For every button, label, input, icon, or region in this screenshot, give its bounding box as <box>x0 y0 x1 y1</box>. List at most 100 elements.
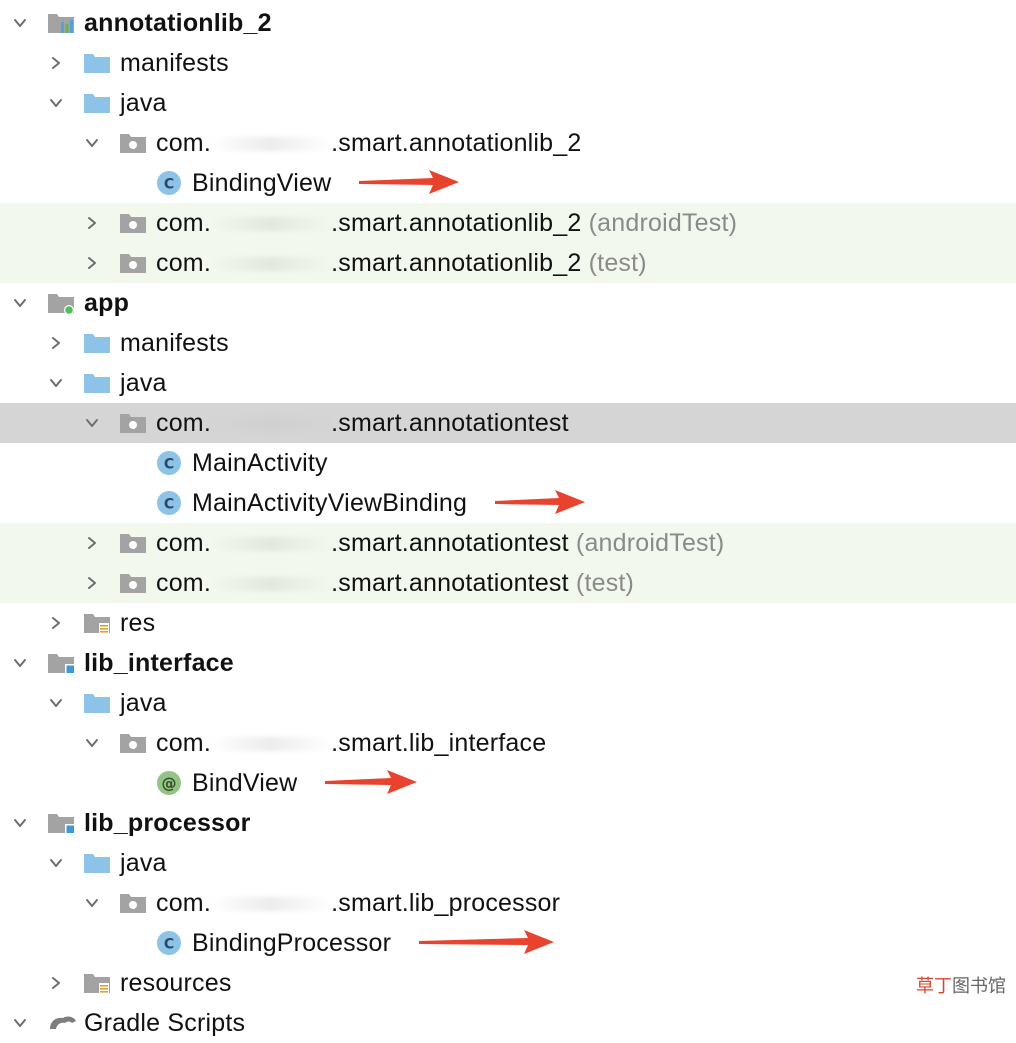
tree-row[interactable]: com.vivo.space.smart.annotationtest <box>0 403 1016 443</box>
watermark: 草丁图书馆 <box>916 972 1006 998</box>
tree-row[interactable]: C MainActivityViewBinding <box>0 483 1016 523</box>
chevron-down-icon[interactable] <box>84 735 100 751</box>
chevron-down-icon[interactable] <box>12 655 28 671</box>
module-app-icon <box>47 291 74 315</box>
tree-item-label: Gradle Scripts <box>84 1009 246 1037</box>
class-icon: C <box>156 930 182 955</box>
chevron-right-icon[interactable] <box>48 615 64 631</box>
tree-item-label: com.vivo.space.smart.lib_processor <box>156 887 560 919</box>
tree-row[interactable]: com.vivo.space.smart.lib_interface <box>0 723 1016 763</box>
package-prefix: com. <box>156 249 211 277</box>
tree-row[interactable]: java <box>0 843 1016 883</box>
chevron-down-icon[interactable] <box>48 855 64 871</box>
tree-row[interactable]: com.vivo.space.smart.lib_processor <box>0 883 1016 923</box>
tree-row[interactable]: java <box>0 83 1016 123</box>
annotation-arrow <box>419 928 558 961</box>
tree-item-label: com.vivo.space.smart.annotationlib_2 (te… <box>156 247 647 279</box>
source-set-suffix: (test) <box>568 569 635 597</box>
tree-row[interactable]: C MainActivity <box>0 443 1016 483</box>
tree-item-label: res <box>120 609 156 637</box>
redacted-segment: vivo.space <box>211 127 331 159</box>
folder-icon <box>83 331 110 355</box>
tree-item-label: com.vivo.space.smart.annotationtest (tes… <box>156 567 634 599</box>
chevron-right-icon[interactable] <box>48 975 64 991</box>
chevron-down-icon[interactable] <box>84 415 100 431</box>
chevron-right-icon[interactable] <box>84 215 100 231</box>
chevron-down-icon[interactable] <box>48 695 64 711</box>
chevron-right-icon[interactable] <box>84 575 100 591</box>
module-java-icon <box>47 651 75 675</box>
package-rest: .smart.annotationlib_2 <box>331 129 582 157</box>
chevron-right-icon[interactable] <box>48 55 64 71</box>
tree-row[interactable]: app <box>0 283 1016 323</box>
tree-item-label: app <box>84 289 130 317</box>
annotation-arrow <box>495 488 589 521</box>
class-icon: C <box>156 170 182 195</box>
chevron-down-icon[interactable] <box>12 815 28 831</box>
chevron-down-icon[interactable] <box>84 135 100 151</box>
tree-row[interactable]: com.vivo.space.smart.annotationlib_2 <box>0 123 1016 163</box>
package-prefix: com. <box>156 889 211 917</box>
tree-item-label: lib_processor <box>84 809 251 837</box>
tree-row[interactable]: manifests <box>0 43 1016 83</box>
chevron-down-icon[interactable] <box>84 895 100 911</box>
tree-row[interactable]: resources <box>0 963 1016 1003</box>
annotation-arrow <box>325 768 421 801</box>
chevron-right-icon[interactable] <box>84 255 100 271</box>
package-rest: .smart.lib_processor <box>331 889 561 917</box>
tree-row[interactable]: Gradle Scripts <box>0 1003 1016 1043</box>
chevron-down-icon[interactable] <box>12 1015 28 1031</box>
tree-item-label: manifests <box>120 329 229 357</box>
tree-row[interactable]: lib_interface <box>0 643 1016 683</box>
svg-text:@: @ <box>162 775 177 793</box>
package-rest: .smart.annotationtest <box>331 569 569 597</box>
module-java-icon <box>47 811 75 835</box>
tree-row[interactable]: com.vivo.space.smart.annotationtest (tes… <box>0 563 1016 603</box>
tree-item-label: com.vivo.space.smart.annotationtest <box>156 407 569 439</box>
package-rest: .smart.annotationtest <box>331 409 569 437</box>
tree-item-label: MainActivity <box>192 449 328 477</box>
tree-row[interactable]: com.vivo.space.smart.annotationlib_2 (te… <box>0 243 1016 283</box>
chevron-right-icon[interactable] <box>48 335 64 351</box>
chevron-right-icon[interactable] <box>84 535 100 551</box>
tree-item-label: java <box>120 369 167 397</box>
redacted-segment: vivo.space <box>211 887 331 919</box>
tree-item-label: java <box>120 689 167 717</box>
tree-row[interactable]: com.vivo.space.smart.annotationtest (and… <box>0 523 1016 563</box>
tree-row[interactable]: java <box>0 683 1016 723</box>
tree-row[interactable]: res <box>0 603 1016 643</box>
package-prefix: com. <box>156 409 211 437</box>
tree-row[interactable]: @BindView <box>0 763 1016 803</box>
svg-text:C: C <box>164 457 174 473</box>
folder-icon <box>83 91 110 115</box>
tree-item-label: BindingProcessor <box>192 929 392 957</box>
chevron-down-icon[interactable] <box>48 95 64 111</box>
package-prefix: com. <box>156 129 211 157</box>
package-prefix: com. <box>156 729 211 757</box>
chevron-down-icon[interactable] <box>48 375 64 391</box>
source-set-suffix: (androidTest) <box>581 209 738 237</box>
redacted-segment: vivo.space <box>211 727 331 759</box>
redacted-segment: vivo.space <box>211 567 331 599</box>
tree-row[interactable]: com.vivo.space.smart.annotationlib_2 (an… <box>0 203 1016 243</box>
tree-row[interactable]: annotationlib_2 <box>0 3 1016 43</box>
package-prefix: com. <box>156 569 211 597</box>
package-rest: .smart.annotationlib_2 <box>331 209 582 237</box>
svg-text:C: C <box>164 177 174 193</box>
tree-row[interactable]: manifests <box>0 323 1016 363</box>
watermark-part2: 图书馆 <box>952 976 1006 997</box>
tree-row[interactable]: lib_processor <box>0 803 1016 843</box>
tree-item-label: MainActivityViewBinding <box>192 489 468 517</box>
package-icon <box>119 211 146 235</box>
package-icon <box>119 411 146 435</box>
chevron-down-icon[interactable] <box>12 15 28 31</box>
tree-row[interactable]: java <box>0 363 1016 403</box>
tree-row[interactable]: C BindingProcessor <box>0 923 1016 963</box>
chevron-down-icon[interactable] <box>12 295 28 311</box>
folder-icon <box>83 371 110 395</box>
package-rest: .smart.annotationtest <box>331 529 569 557</box>
class-icon: C <box>156 490 182 515</box>
redacted-segment: vivo.space <box>211 207 331 239</box>
tree-item-label: com.vivo.space.smart.annotationlib_2 <box>156 127 582 159</box>
